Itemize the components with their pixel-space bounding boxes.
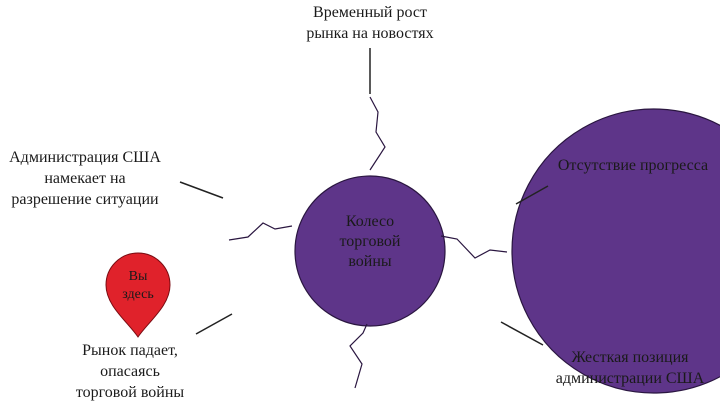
leader-right-top (515, 185, 549, 205)
leader-left-top (179, 181, 224, 199)
stage-label-left-bottom: Рынок падает, опасаясь торговой войны (50, 340, 210, 403)
cycle-ring (294, 108, 720, 394)
marker-label-line: здесь (122, 287, 154, 302)
stage-label-line: торговой войны (75, 384, 185, 401)
divider-right (440, 235, 508, 259)
stage-label-right-top: Отсутствие прогресса (548, 155, 718, 176)
divider-left (228, 222, 293, 241)
divider-top (369, 96, 386, 171)
stage-label-line: рынка на новостях (306, 25, 434, 42)
stage-label-line: Администрация США (9, 149, 161, 166)
you-are-here-marker (105, 252, 171, 338)
ring-segment-dividers (228, 96, 508, 389)
stage-label-top: Временный рост рынка на новостях (286, 2, 454, 44)
diagram-center-title: Колесо торговой войны (300, 212, 440, 272)
center-title-line: торговой (339, 233, 401, 250)
stage-label-line: намекает на (44, 170, 126, 187)
leader-right-bottom (500, 321, 544, 346)
stage-label-left-top: Администрация США намекает на разрешение… (0, 147, 170, 210)
divider-bottom (349, 323, 368, 389)
leader-lines (179, 48, 549, 346)
center-title-line: Колесо (345, 213, 395, 230)
stage-label-line: Временный рост (313, 4, 427, 21)
you-are-here-label: Вы здесь (108, 268, 168, 304)
stage-label-line: администрации США (555, 370, 705, 387)
stage-label-right-bottom: Жесткая позиция администрации США (542, 347, 718, 389)
center-title-line: войны (348, 253, 392, 270)
marker-label-line: Вы (128, 269, 148, 284)
stage-label-line: Рынок падает, (82, 342, 178, 359)
stage-label-line: опасаясь (100, 363, 160, 380)
stage-label-line: Жесткая позиция (571, 349, 689, 366)
stage-label-line: Отсутствие прогресса (557, 157, 709, 174)
leader-left-bottom (195, 313, 233, 335)
stage-label-line: разрешение ситуации (11, 191, 159, 208)
